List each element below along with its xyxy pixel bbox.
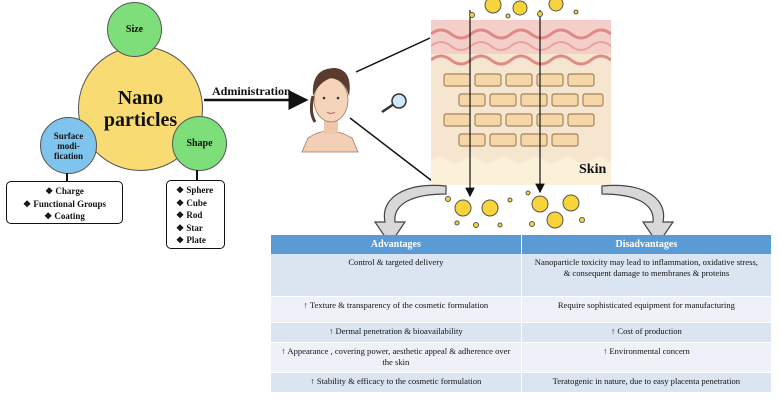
size-label: Size <box>125 24 144 35</box>
advantages-disadvantages-table: Advantages Disadvantages Control & targe… <box>271 235 773 393</box>
table-row: ↑ Stability & efficacy to the cosmetic f… <box>271 372 773 393</box>
list-item: ❖ Functional Groups <box>23 198 106 209</box>
table-cell: ↑ Cost of production <box>521 322 773 343</box>
skin-label: Skin <box>579 162 607 177</box>
list-item: ❖ Cube <box>176 197 207 208</box>
table-cell: ↑ Appearance , covering power, aesthetic… <box>271 342 522 373</box>
table-cell: Nanoparticle toxicity may lead to inflam… <box>521 254 773 297</box>
table-row: ↑ Texture & transparency of the cosmetic… <box>271 296 773 323</box>
table-cell: ↑ Environmental concern <box>521 342 773 373</box>
nanoparticles-circle: Nano particles <box>78 46 203 171</box>
skin-cross-section <box>431 20 611 185</box>
magnifier-icon <box>381 93 407 114</box>
table-row: ↑ Appearance , covering power, aesthetic… <box>271 342 773 373</box>
surface-modification-label: Surface modi- fication <box>53 130 84 161</box>
list-item: ❖ Coating <box>44 211 85 221</box>
surface-modification-list: ❖ Charge ❖ Functional Groups ❖ Coating <box>6 181 123 224</box>
shape-label: Shape <box>186 138 213 149</box>
table-row: ↑ Dermal penetration & bioavailability ↑… <box>271 322 773 343</box>
shape-circle: Shape <box>172 116 227 171</box>
list-item: ❖ Sphere <box>176 185 214 195</box>
list-item: ❖ Star <box>176 222 203 233</box>
table-cell: Teratogenic in nature, due to easy place… <box>521 372 773 393</box>
nanoparticles-label: Nano particles <box>103 86 178 131</box>
surface-connector <box>66 173 68 182</box>
table-cell: ↑ Texture & transparency of the cosmetic… <box>271 296 522 323</box>
advantages-header: Advantages <box>271 235 522 254</box>
list-item: ❖ Plate <box>176 235 206 245</box>
nanoparticles-bottom <box>445 190 585 229</box>
table-cell: ↑ Dermal penetration & bioavailability <box>271 322 522 343</box>
surface-modification-circle: Surface modi- fication <box>40 117 97 174</box>
nanoparticles-top <box>469 0 579 19</box>
table-cell: ↑ Stability & efficacy to the cosmetic f… <box>271 372 522 393</box>
list-item: ❖ Charge <box>45 186 84 196</box>
zoom-line-top <box>355 37 431 73</box>
shape-connector <box>196 170 198 181</box>
table-row: Control & targeted delivery Nanoparticle… <box>271 254 773 297</box>
list-item: ❖ Rod <box>176 210 203 220</box>
disadvantages-header: Disadvantages <box>521 235 773 254</box>
zoom-line-bottom <box>349 117 437 185</box>
shape-list: ❖ Sphere ❖ Cube ❖ Rod ❖ Star ❖ Plate <box>166 180 225 249</box>
size-circle: Size <box>107 2 162 57</box>
table-cell: Control & targeted delivery <box>271 254 522 297</box>
person-face-illustration <box>301 68 359 153</box>
administration-label: Administration <box>212 84 291 98</box>
table-cell: Require sophisticated equipment for manu… <box>521 296 773 323</box>
